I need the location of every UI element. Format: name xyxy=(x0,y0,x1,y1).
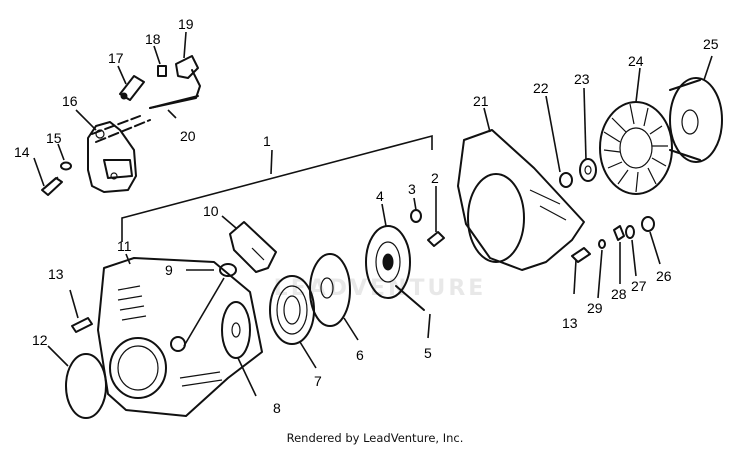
callout-5[interactable]: 5 xyxy=(424,345,432,361)
spark-plug-terminal[interactable] xyxy=(119,75,145,101)
callout-16[interactable]: 16 xyxy=(62,93,78,109)
callout-18[interactable]: 18 xyxy=(145,31,161,47)
callout-7[interactable]: 7 xyxy=(314,373,322,389)
plug-boot[interactable] xyxy=(149,55,201,109)
callout-28[interactable]: 28 xyxy=(611,286,627,302)
callout-13a[interactable]: 13 xyxy=(48,266,64,282)
fan-housing[interactable] xyxy=(457,129,585,271)
rope-pulley[interactable] xyxy=(365,225,425,311)
callout-labels: 1 2 3 4 5 6 7 8 9 10 11 12 13 13 14 15 1… xyxy=(14,16,719,416)
housing-screw[interactable] xyxy=(571,247,591,263)
callout-15[interactable]: 15 xyxy=(46,130,62,146)
callout-9[interactable]: 9 xyxy=(165,262,173,278)
callout-6[interactable]: 6 xyxy=(356,347,364,363)
footer-credit: Rendered by LeadVenture, Inc. xyxy=(286,431,464,445)
flywheel[interactable] xyxy=(599,101,673,195)
spring-cover[interactable] xyxy=(309,253,351,327)
callout-23[interactable]: 23 xyxy=(574,71,590,87)
washer-large[interactable] xyxy=(221,301,251,359)
starter-handle[interactable] xyxy=(229,221,277,273)
pawl-bushing[interactable] xyxy=(641,216,655,232)
callout-22[interactable]: 22 xyxy=(533,80,549,96)
pawl-washer[interactable] xyxy=(625,225,635,239)
flywheel-nut[interactable] xyxy=(559,172,573,188)
clutch-drum[interactable] xyxy=(669,77,723,163)
recoil-spring[interactable] xyxy=(269,275,315,345)
callout-4[interactable]: 4 xyxy=(376,188,384,204)
callout-13b[interactable]: 13 xyxy=(562,315,578,331)
filter-gasket[interactable] xyxy=(65,353,107,419)
callout-14[interactable]: 14 xyxy=(14,144,30,160)
coil-screw[interactable] xyxy=(41,176,63,196)
assembly-bracket xyxy=(121,134,433,242)
callout-2[interactable]: 2 xyxy=(431,170,439,186)
starter-rope xyxy=(183,277,225,347)
callout-25[interactable]: 25 xyxy=(703,36,719,52)
callout-17[interactable]: 17 xyxy=(108,50,124,66)
spring-clip[interactable] xyxy=(157,65,167,77)
ignition-lead[interactable] xyxy=(91,95,199,143)
coil-washer[interactable] xyxy=(60,161,72,171)
callout-1[interactable]: 1 xyxy=(263,133,271,149)
leader-lines xyxy=(33,31,713,397)
callout-12[interactable]: 12 xyxy=(32,332,48,348)
callout-26[interactable]: 26 xyxy=(656,268,672,284)
callout-8[interactable]: 8 xyxy=(273,400,281,416)
starter-cover-screw[interactable] xyxy=(71,317,93,333)
pawl-spring[interactable] xyxy=(598,239,606,249)
pulley-washer[interactable] xyxy=(410,209,422,223)
callout-11[interactable]: 11 xyxy=(117,238,132,254)
callout-21[interactable]: 21 xyxy=(473,93,489,109)
handle-grommet[interactable] xyxy=(219,263,237,277)
pulley-screw[interactable] xyxy=(427,231,445,247)
flywheel-washer[interactable] xyxy=(579,158,597,182)
callout-27[interactable]: 27 xyxy=(631,278,647,294)
callout-29[interactable]: 29 xyxy=(587,300,603,316)
callout-24[interactable]: 24 xyxy=(628,53,644,69)
callout-20[interactable]: 20 xyxy=(180,128,196,144)
pawl[interactable] xyxy=(613,225,625,241)
callout-3[interactable]: 3 xyxy=(408,181,416,197)
callout-10[interactable]: 10 xyxy=(203,203,219,219)
callout-19[interactable]: 19 xyxy=(178,16,194,32)
